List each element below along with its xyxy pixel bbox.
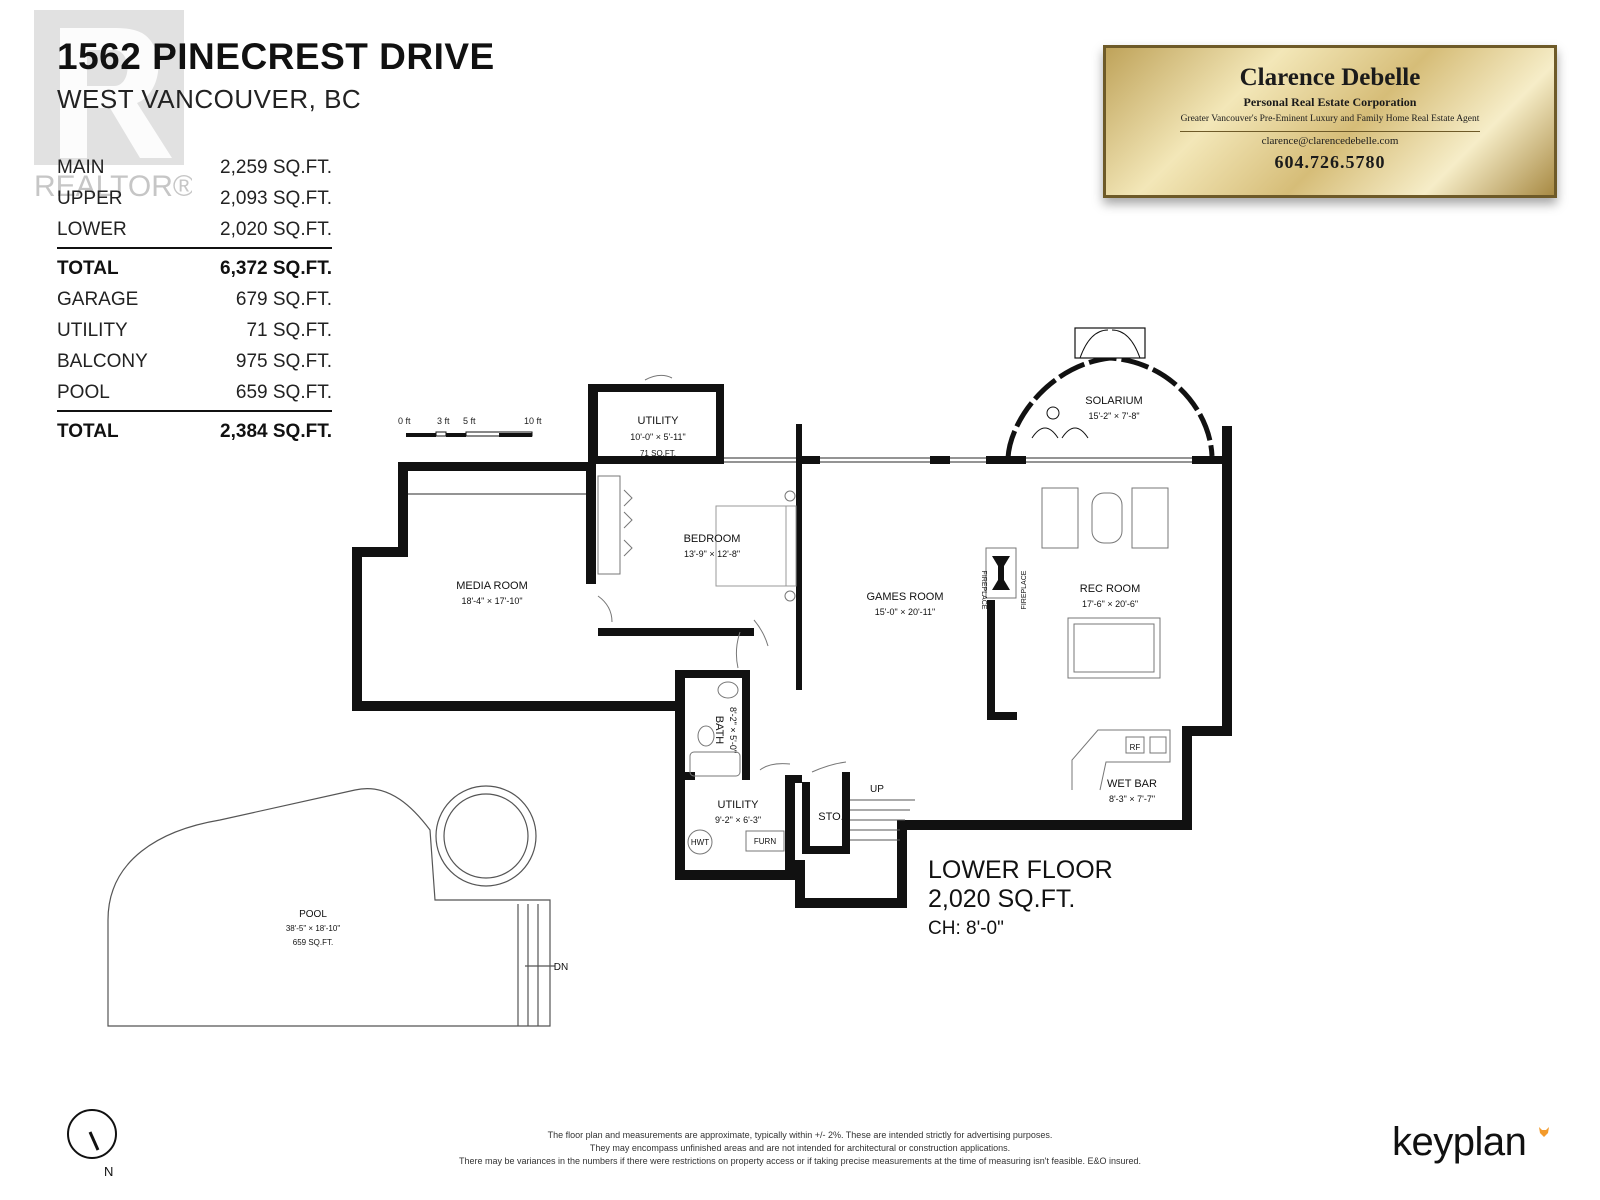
room-name: UTILITY: [638, 415, 680, 427]
area-row-utility: UTILITY 71 SQ.FT.: [57, 315, 332, 346]
agent-corporation: Personal Real Estate Corporation: [1243, 95, 1417, 109]
room-name: UTILITY: [718, 799, 760, 811]
room-name: MEDIA ROOM: [456, 580, 528, 592]
agent-name: Clarence Debelle: [1239, 64, 1421, 91]
area-value: 679 SQ.FT.: [235, 288, 332, 310]
fox-icon: [1539, 1127, 1549, 1137]
area-row-living-total: TOTAL 6,372 SQ.FT.: [57, 253, 332, 284]
room-dims: 38'-5" × 18'-10": [286, 924, 340, 933]
room-name: REC ROOM: [1080, 583, 1141, 595]
area-label: LOWER: [57, 218, 127, 240]
fireplace-label: FIREPLACE: [1021, 570, 1028, 609]
area-label: POOL: [57, 381, 110, 403]
area-label: TOTAL: [57, 257, 119, 279]
room-name: WET BAR: [1107, 778, 1157, 790]
area-value: 2,384 SQ.FT.: [220, 420, 332, 442]
room-name: STO.: [818, 811, 843, 823]
scale-bar: 0 ft 3 ft 5 ft 10 ft: [398, 416, 542, 437]
area-value: 2,093 SQ.FT.: [220, 187, 332, 209]
pool-shape: [107, 785, 555, 1027]
stairs-label: UP: [870, 784, 884, 795]
area-value: 6,372 SQ.FT.: [220, 257, 332, 279]
divider: [1180, 131, 1480, 132]
disclaimer-line: There may be variances in the numbers if…: [458, 1156, 1142, 1166]
area-label: TOTAL: [57, 420, 119, 442]
divider: [57, 410, 332, 412]
area-value: 2,020 SQ.FT.: [220, 218, 332, 240]
room-dims: 10'-0" × 5'-11": [630, 432, 685, 442]
windows: [408, 457, 1192, 495]
agent-phone: 604.726.5780: [1274, 152, 1386, 172]
area-value: 71 SQ.FT.: [246, 319, 332, 341]
area-row-lower: LOWER 2,020 SQ.FT.: [57, 214, 332, 245]
agent-email: clarence@clarencedebelle.com: [1261, 135, 1399, 147]
fixture-label: FURN: [754, 837, 776, 846]
realtor-wordmark: REALTOR®: [34, 170, 192, 203]
area-value: 975 SQ.FT.: [235, 350, 332, 372]
realtor-logo: REALTOR®: [34, 10, 192, 203]
property-city: WEST VANCOUVER, BC: [57, 84, 362, 114]
keyplan-logo: keyplan: [1392, 1120, 1527, 1164]
scale-label: 10 ft: [524, 416, 542, 426]
room-area: 71 SQ.FT.: [640, 449, 676, 458]
room-area: 659 SQ.FT.: [293, 938, 333, 947]
area-value: 2,259 SQ.FT.: [220, 156, 332, 178]
area-row-garage: GARAGE 679 SQ.FT.: [57, 284, 332, 315]
fixture-label: RF: [1130, 743, 1141, 752]
area-label: UTILITY: [57, 319, 128, 341]
room-dims: 9'-2" × 6'-3": [715, 815, 761, 825]
disclaimer: The floor plan and measurements are appr…: [400, 1129, 1200, 1168]
disclaimer-line: They may encompass unfinished areas and …: [589, 1143, 1011, 1153]
area-row-main: MAIN 2,259 SQ.FT.: [57, 152, 332, 183]
room-dims: 18'-4" × 17'-10": [461, 596, 522, 606]
disclaimer-line: The floor plan and measurements are appr…: [547, 1130, 1053, 1140]
area-summary-table: MAIN 2,259 SQ.FT. UPPER 2,093 SQ.FT. LOWER…: [57, 152, 332, 447]
area-row-other-total: TOTAL 2,384 SQ.FT.: [57, 416, 332, 447]
room-name: BATH: [713, 716, 725, 745]
divider: [57, 247, 332, 249]
room-name: BEDROOM: [684, 533, 741, 545]
area-value: 659 SQ.FT.: [235, 381, 332, 403]
agent-card: Clarence Debelle Personal Real Estate Co…: [1103, 45, 1557, 198]
property-address: 1562 PINECREST DRIVE: [57, 36, 495, 77]
floor-area: 2,020 SQ.FT.: [928, 885, 1076, 913]
room-name: GAMES ROOM: [866, 591, 943, 603]
area-row-upper: UPPER 2,093 SQ.FT.: [57, 183, 332, 214]
agent-tagline: Greater Vancouver's Pre-Eminent Luxury a…: [1180, 114, 1480, 124]
walls: [352, 384, 1232, 908]
scale-label: 3 ft: [437, 416, 450, 426]
room-name: SOLARIUM: [1085, 395, 1142, 407]
scale-label: 5 ft: [463, 416, 476, 426]
room-dims: 17'-6" × 20'-6": [1082, 599, 1138, 609]
ceiling-height: CH: 8'-0": [928, 918, 1004, 939]
room-dims: 8'-3" × 7'-7": [1109, 794, 1155, 804]
compass-icon: N: [67, 1109, 117, 1178]
floor-name: LOWER FLOOR: [928, 856, 1113, 884]
room-dims: 13'-9" × 12'-8": [684, 549, 740, 559]
fixture-label: HWT: [691, 838, 709, 847]
stairs-label: DN: [554, 962, 568, 973]
room-dims: 8'-2" × 5'-0": [728, 707, 738, 753]
area-label: BALCONY: [57, 350, 148, 372]
area-label: UPPER: [57, 187, 123, 209]
floor-info: LOWER FLOOR 2,020 SQ.FT. CH: 8'-0": [928, 856, 1113, 940]
scale-label: 0 ft: [398, 416, 411, 426]
area-label: MAIN: [57, 156, 105, 178]
solarium-shape: [1005, 327, 1215, 459]
fireplace-label: FIREPLACE: [980, 571, 987, 610]
room-dims: 15'-2" × 7'-8": [1088, 411, 1139, 421]
furniture: [597, 374, 1171, 855]
room-labels: UTILITY 10'-0" × 5'-11" 71 SQ.FT. SOLARI…: [286, 395, 1157, 973]
area-row-pool: POOL 659 SQ.FT.: [57, 377, 332, 408]
room-name: POOL: [299, 909, 327, 920]
area-row-balcony: BALCONY 975 SQ.FT.: [57, 346, 332, 377]
room-dims: 15'-0" × 20'-11": [875, 607, 935, 617]
compass-north-label: N: [104, 1164, 113, 1178]
area-label: GARAGE: [57, 288, 139, 310]
